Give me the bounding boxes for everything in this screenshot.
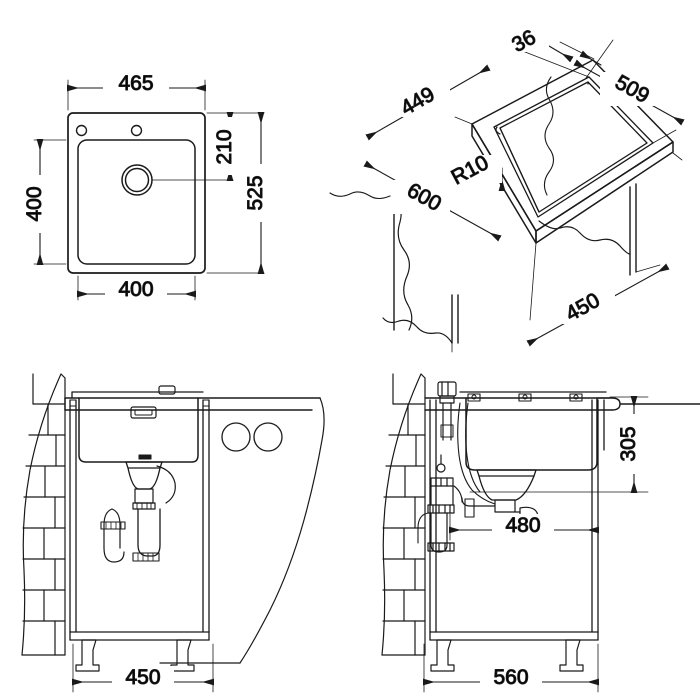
drain-trap-assembly-front bbox=[100, 461, 176, 563]
sink-bowl-side bbox=[459, 391, 607, 471]
dimension-509: 509 bbox=[573, 59, 685, 126]
dimension-R10: R10 bbox=[446, 151, 506, 191]
worktop-break-line-left bbox=[329, 191, 391, 200]
cabinet-break-line-front bbox=[382, 317, 453, 344]
sink-outer-body bbox=[67, 112, 206, 274]
dimension-450-front: 450 bbox=[72, 666, 214, 691]
dimension-560: 560 bbox=[423, 666, 599, 691]
top-view-extension-lines bbox=[33, 79, 265, 301]
cutout-inner-wall-left bbox=[499, 127, 540, 213]
knockout-hole-left bbox=[221, 422, 251, 452]
isometric-cutout-view: 36 449 509 600 R10 bbox=[329, 25, 685, 353]
dimension-305-label: 305 bbox=[617, 426, 640, 461]
dimension-400-vertical: 400 bbox=[23, 139, 53, 265]
front-section-view: 450 bbox=[21, 373, 325, 693]
dimension-210: 210 bbox=[213, 112, 243, 181]
dimension-600: 600 bbox=[363, 160, 502, 242]
dimension-480: 480 bbox=[449, 514, 599, 539]
plumbing-assembly-side bbox=[417, 381, 539, 553]
cabinet-right-panel bbox=[629, 183, 637, 276]
dimension-36: 36 bbox=[505, 25, 602, 66]
worktop-break-line-upper bbox=[543, 76, 555, 196]
dimension-560-label: 560 bbox=[493, 666, 528, 689]
brick-wall-side bbox=[381, 373, 426, 656]
dimension-449: 449 bbox=[365, 64, 491, 141]
dimension-525-label: 525 bbox=[244, 175, 267, 210]
radius-corner-arc bbox=[495, 126, 501, 135]
cabinet-break-line-left bbox=[393, 197, 413, 331]
cabinet-front-lower bbox=[451, 294, 459, 344]
dimension-210-label: 210 bbox=[213, 129, 236, 164]
cabinet-break-line-right bbox=[538, 220, 631, 255]
cabinet-legs-front bbox=[75, 639, 195, 672]
tap-hole-center bbox=[130, 124, 143, 137]
side-section-view: 305 480 560 bbox=[381, 373, 700, 693]
dimension-480-label: 480 bbox=[505, 514, 540, 537]
top-view: 465 400 400 210 525 bbox=[23, 72, 274, 303]
cabinet-legs-side bbox=[430, 639, 584, 672]
brick-wall bbox=[21, 373, 66, 656]
wall-break-line bbox=[21, 373, 62, 656]
tap-hole-left bbox=[75, 124, 88, 137]
knockout-hole-right bbox=[253, 422, 283, 452]
dimension-525: 525 bbox=[244, 112, 274, 274]
cabinet-carcass-front bbox=[69, 399, 210, 641]
dimension-305: 305 bbox=[617, 396, 647, 493]
sink-bowl bbox=[77, 139, 196, 265]
worktop-slab-front bbox=[64, 397, 321, 411]
drain-inner-ring bbox=[124, 167, 150, 193]
wall-break-line-side bbox=[381, 373, 422, 656]
dimension-400-horizontal: 400 bbox=[77, 278, 196, 303]
dimension-465-label: 465 bbox=[118, 72, 153, 95]
dimension-465: 465 bbox=[67, 72, 206, 97]
dimension-450-front-label: 450 bbox=[125, 666, 160, 689]
dimension-400-horizontal-label: 400 bbox=[118, 278, 153, 301]
drain-outer-ring bbox=[121, 164, 153, 196]
worktop-front-edge bbox=[535, 141, 674, 244]
dimension-450-iso: 450 bbox=[526, 263, 670, 347]
worktop-break-right-front bbox=[239, 397, 325, 664]
dimension-400-vertical-label: 400 bbox=[23, 186, 46, 221]
